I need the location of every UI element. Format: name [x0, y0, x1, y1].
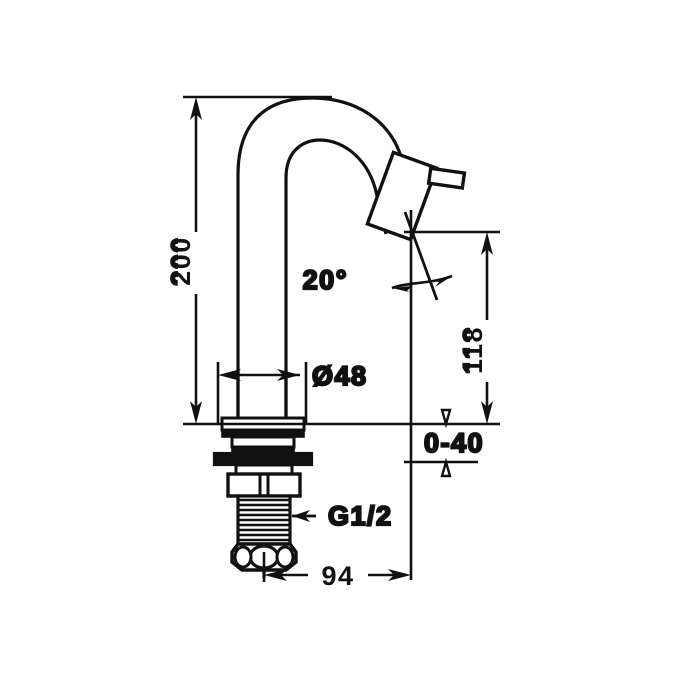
g12-leader-arrow	[292, 510, 310, 522]
dim-d48-label: Ø48	[312, 361, 368, 391]
handle-assembly	[365, 150, 467, 242]
dimension-angle-20: 20°	[302, 211, 453, 301]
dim-118-label-front: 118	[458, 326, 488, 374]
connector-bore-right	[275, 545, 295, 569]
label-mask-200	[178, 232, 208, 294]
dim-d48-arrow-left	[218, 369, 241, 381]
dim-0-40-marker-up	[440, 457, 452, 478]
connector-bore-left	[233, 545, 253, 569]
hex-nut	[226, 472, 302, 498]
dimension-diameter-48: Ø48	[216, 360, 368, 424]
dim-94-label-front: 94	[321, 561, 354, 591]
dim-200-arrow-top	[190, 97, 202, 120]
dim-118-arrow-top	[481, 232, 493, 255]
dim-d48-arrow-right	[277, 369, 300, 381]
dim-94-arrow-right	[388, 569, 411, 581]
dim-200-label-front: 200	[166, 236, 196, 286]
label-mask-94	[308, 560, 368, 590]
dim-94-arrow-left	[264, 569, 287, 581]
dim-200-arrow-bottom	[190, 401, 202, 424]
spout-inner-profile	[284, 138, 388, 424]
angle-arrow-right	[433, 276, 452, 287]
thread-hatching	[238, 498, 290, 542]
dim-g12-label: G1/2	[328, 501, 393, 531]
washer-plate	[212, 451, 314, 467]
dim-angle-label: 20°	[303, 265, 348, 295]
dim-0-40-label: 0-40	[424, 428, 484, 458]
label-mask-118	[470, 320, 500, 382]
dim-118-arrow-bottom	[481, 401, 493, 424]
angle-leg-tilted	[403, 211, 439, 301]
dimension-0-40: 0-40	[404, 408, 484, 478]
dimension-g12: G1/2	[292, 500, 393, 532]
handle-lever	[426, 166, 467, 190]
handle-body	[365, 150, 439, 242]
angle-arrow-left	[392, 286, 413, 293]
dim-0-40-marker-down	[440, 408, 452, 429]
base-collar	[230, 435, 296, 449]
